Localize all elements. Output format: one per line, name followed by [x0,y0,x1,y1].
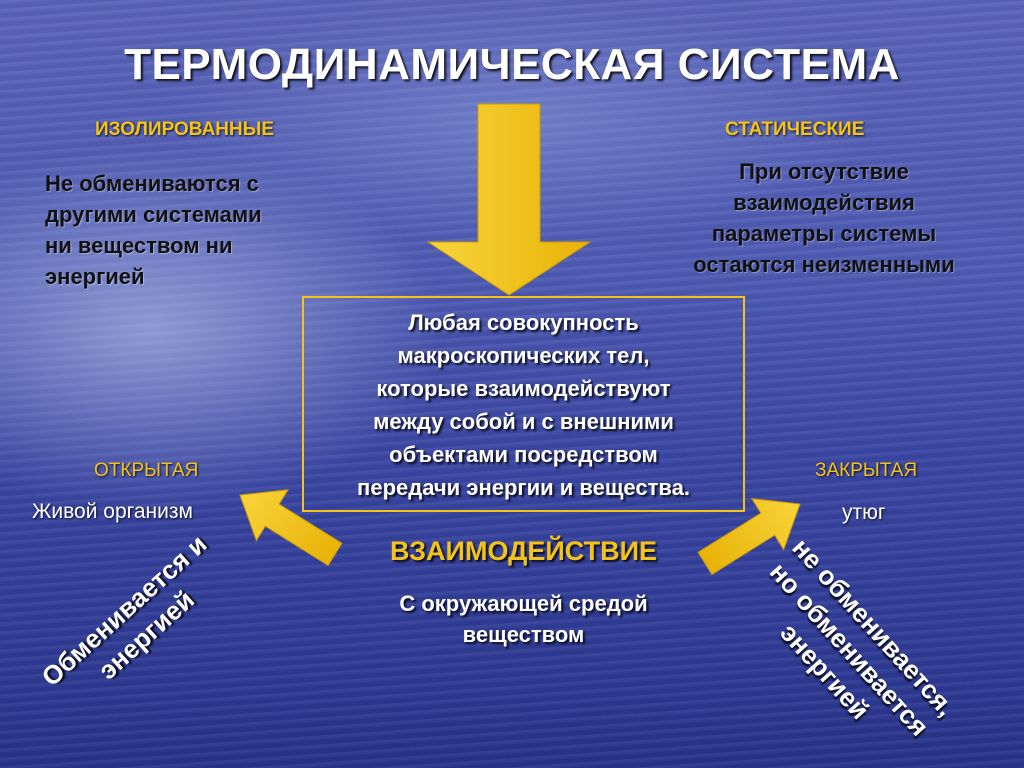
definition-text: Любая совокупность макроскопических тел,… [300,306,747,504]
static-description: При отсутствие взаимодействия параметры … [640,156,1008,280]
closed-example: утюг [842,501,886,524]
closed-label: ЗАКРЫТАЯ [815,460,918,481]
open-label: ОТКРЫТАЯ [94,460,199,481]
definition-line: между собой и с внешними [373,409,674,434]
static-line: параметры системы [711,221,937,246]
isolated-description: Не обмениваются с другими системами ни в… [45,168,262,292]
definition-line: которые взаимодействуют [376,376,671,401]
down-arrow-icon [426,103,592,296]
static-line: взаимодействия [733,190,915,215]
page-title: ТЕРМОДИНАМИЧЕСКАЯ СИСТЕМА [124,40,900,89]
definition-box [302,296,745,512]
isolated-label: ИЗОЛИРОВАННЫЕ [95,119,275,140]
static-line: При отсутствие [739,159,909,184]
static-line: остаются неизменными [693,252,955,277]
definition-line: объектами посредством [389,442,658,467]
interaction-line: С окружающей средой [399,591,648,616]
isolated-line: другими системами [45,202,262,227]
definition-line: макроскопических тел, [397,343,650,368]
left-arrow-icon [239,489,343,567]
isolated-line: ни веществом ни [45,233,233,258]
open-example: Живой организм [32,500,193,523]
interaction-label: ВЗАИМОДЕЙСТВИЕ [390,536,657,566]
interaction-description: С окружающей средой веществом [300,588,747,650]
isolated-line: энергией [45,264,145,289]
definition-line: передачи энергии и вещества. [357,475,690,500]
interaction-line: веществом [462,622,585,647]
static-label: СТАТИЧЕСКИЕ [725,119,865,140]
isolated-line: Не обмениваются с [45,171,259,196]
definition-line: Любая совокупность [408,310,639,335]
right-arrow-icon [697,498,801,576]
